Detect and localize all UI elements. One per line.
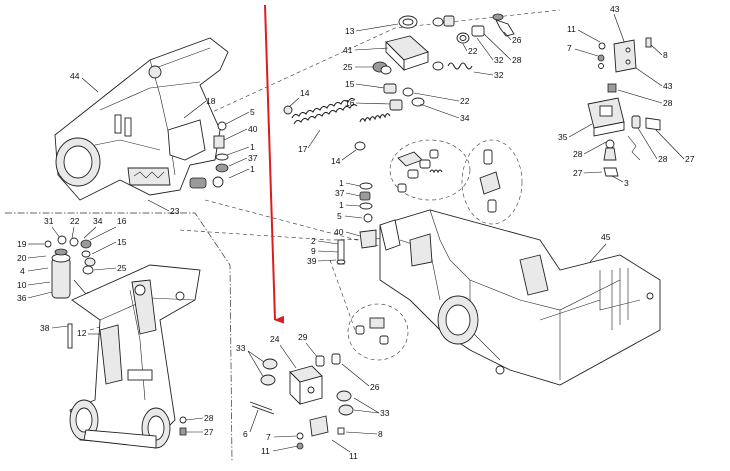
callout-17: 17 [298,144,308,154]
callout-5: 5 [250,107,255,117]
callout-5: 5 [337,211,342,221]
callout-36: 36 [17,293,27,303]
callout-15: 15 [117,237,127,247]
callout-8: 8 [663,50,668,60]
callout-25: 25 [117,263,127,273]
callout-32: 32 [494,55,504,65]
callout-2: 2 [311,236,316,246]
callout-1: 1 [250,164,255,174]
callout-28: 28 [573,149,583,159]
lower-valve-block-group: 24 29 33 26 33 6 7 8 11 11 [236,332,390,461]
callout-26: 26 [370,382,380,392]
callout-11: 11 [349,451,358,461]
callout-39: 39 [307,256,317,266]
callout-11: 11 [567,24,576,34]
callout-1: 1 [250,142,255,152]
callout-38: 38 [40,323,50,333]
callout-13: 13 [345,26,355,36]
callout-40: 40 [248,124,258,134]
callout-16: 16 [117,216,127,226]
callout-27: 27 [204,427,214,437]
callout-6: 6 [243,429,248,439]
callout-7: 7 [567,43,572,53]
callout-25: 25 [343,62,353,72]
callout-45: 45 [601,232,611,242]
callout-12: 12 [77,328,87,338]
callout-37: 37 [335,188,345,198]
upper-fittings-group: 13 41 25 15 16 26 32 28 22 [343,13,522,123]
callout-16: 16 [345,98,355,108]
callout-27: 27 [685,154,695,164]
callout-19: 19 [17,239,27,249]
callout-33: 33 [380,408,390,418]
callout-24: 24 [270,334,280,344]
callout-26: 26 [512,35,522,45]
callout-11: 11 [261,446,270,456]
callout-23: 23 [170,206,180,216]
callout-15: 15 [345,79,355,89]
callout-22: 22 [468,46,478,56]
callout-1: 1 [339,200,344,210]
callout-41: 41 [343,45,353,55]
callout-44: 44 [70,71,80,81]
callout-18: 18 [206,96,216,106]
valve-detail-circle [389,139,523,225]
callout-22: 22 [70,216,80,226]
middle-small-parts: 1 37 1 5 40 2 9 39 [307,178,377,266]
callout-34: 34 [460,113,470,123]
callout-8: 8 [378,429,383,439]
callout-28: 28 [512,55,522,65]
callout-1: 1 [339,178,344,188]
callout-22: 22 [460,96,470,106]
callout-35: 35 [558,132,568,142]
callout-27: 27 [573,168,583,178]
callout-4: 4 [20,266,25,276]
callout-29: 29 [298,332,308,342]
chassis-frame-45: 45 [347,209,661,386]
callout-43: 43 [663,81,673,91]
callout-32: 32 [494,70,504,80]
main-frame-casting [54,37,229,201]
callout-31: 31 [44,216,54,226]
callout-34: 34 [93,216,103,226]
callout-40: 40 [334,227,344,237]
callout-14: 14 [331,156,341,166]
callout-20: 20 [17,253,27,263]
red-indicator-arrow [264,4,285,324]
sensor-bracket-cluster: 43 11 7 8 43 28 35 27 28 28 27 [558,4,695,188]
callout-7: 7 [266,432,271,442]
callout-28: 28 [663,98,673,108]
callout-43: 43 [610,4,620,14]
callout-28: 28 [204,413,214,423]
callouts-casting: 44 18 5 40 1 37 1 23 [70,71,258,216]
long-spring-17: 14 17 14 [283,88,366,166]
callout-14: 14 [300,88,310,98]
callout-28: 28 [658,154,668,164]
callout-37: 37 [248,153,258,163]
callout-33: 33 [236,343,246,353]
lower-left-assembly: 31 22 34 16 19 20 4 10 36 15 25 21 [17,216,214,449]
callout-9: 9 [311,246,316,256]
callout-3: 3 [624,178,629,188]
callout-10: 10 [17,280,27,290]
